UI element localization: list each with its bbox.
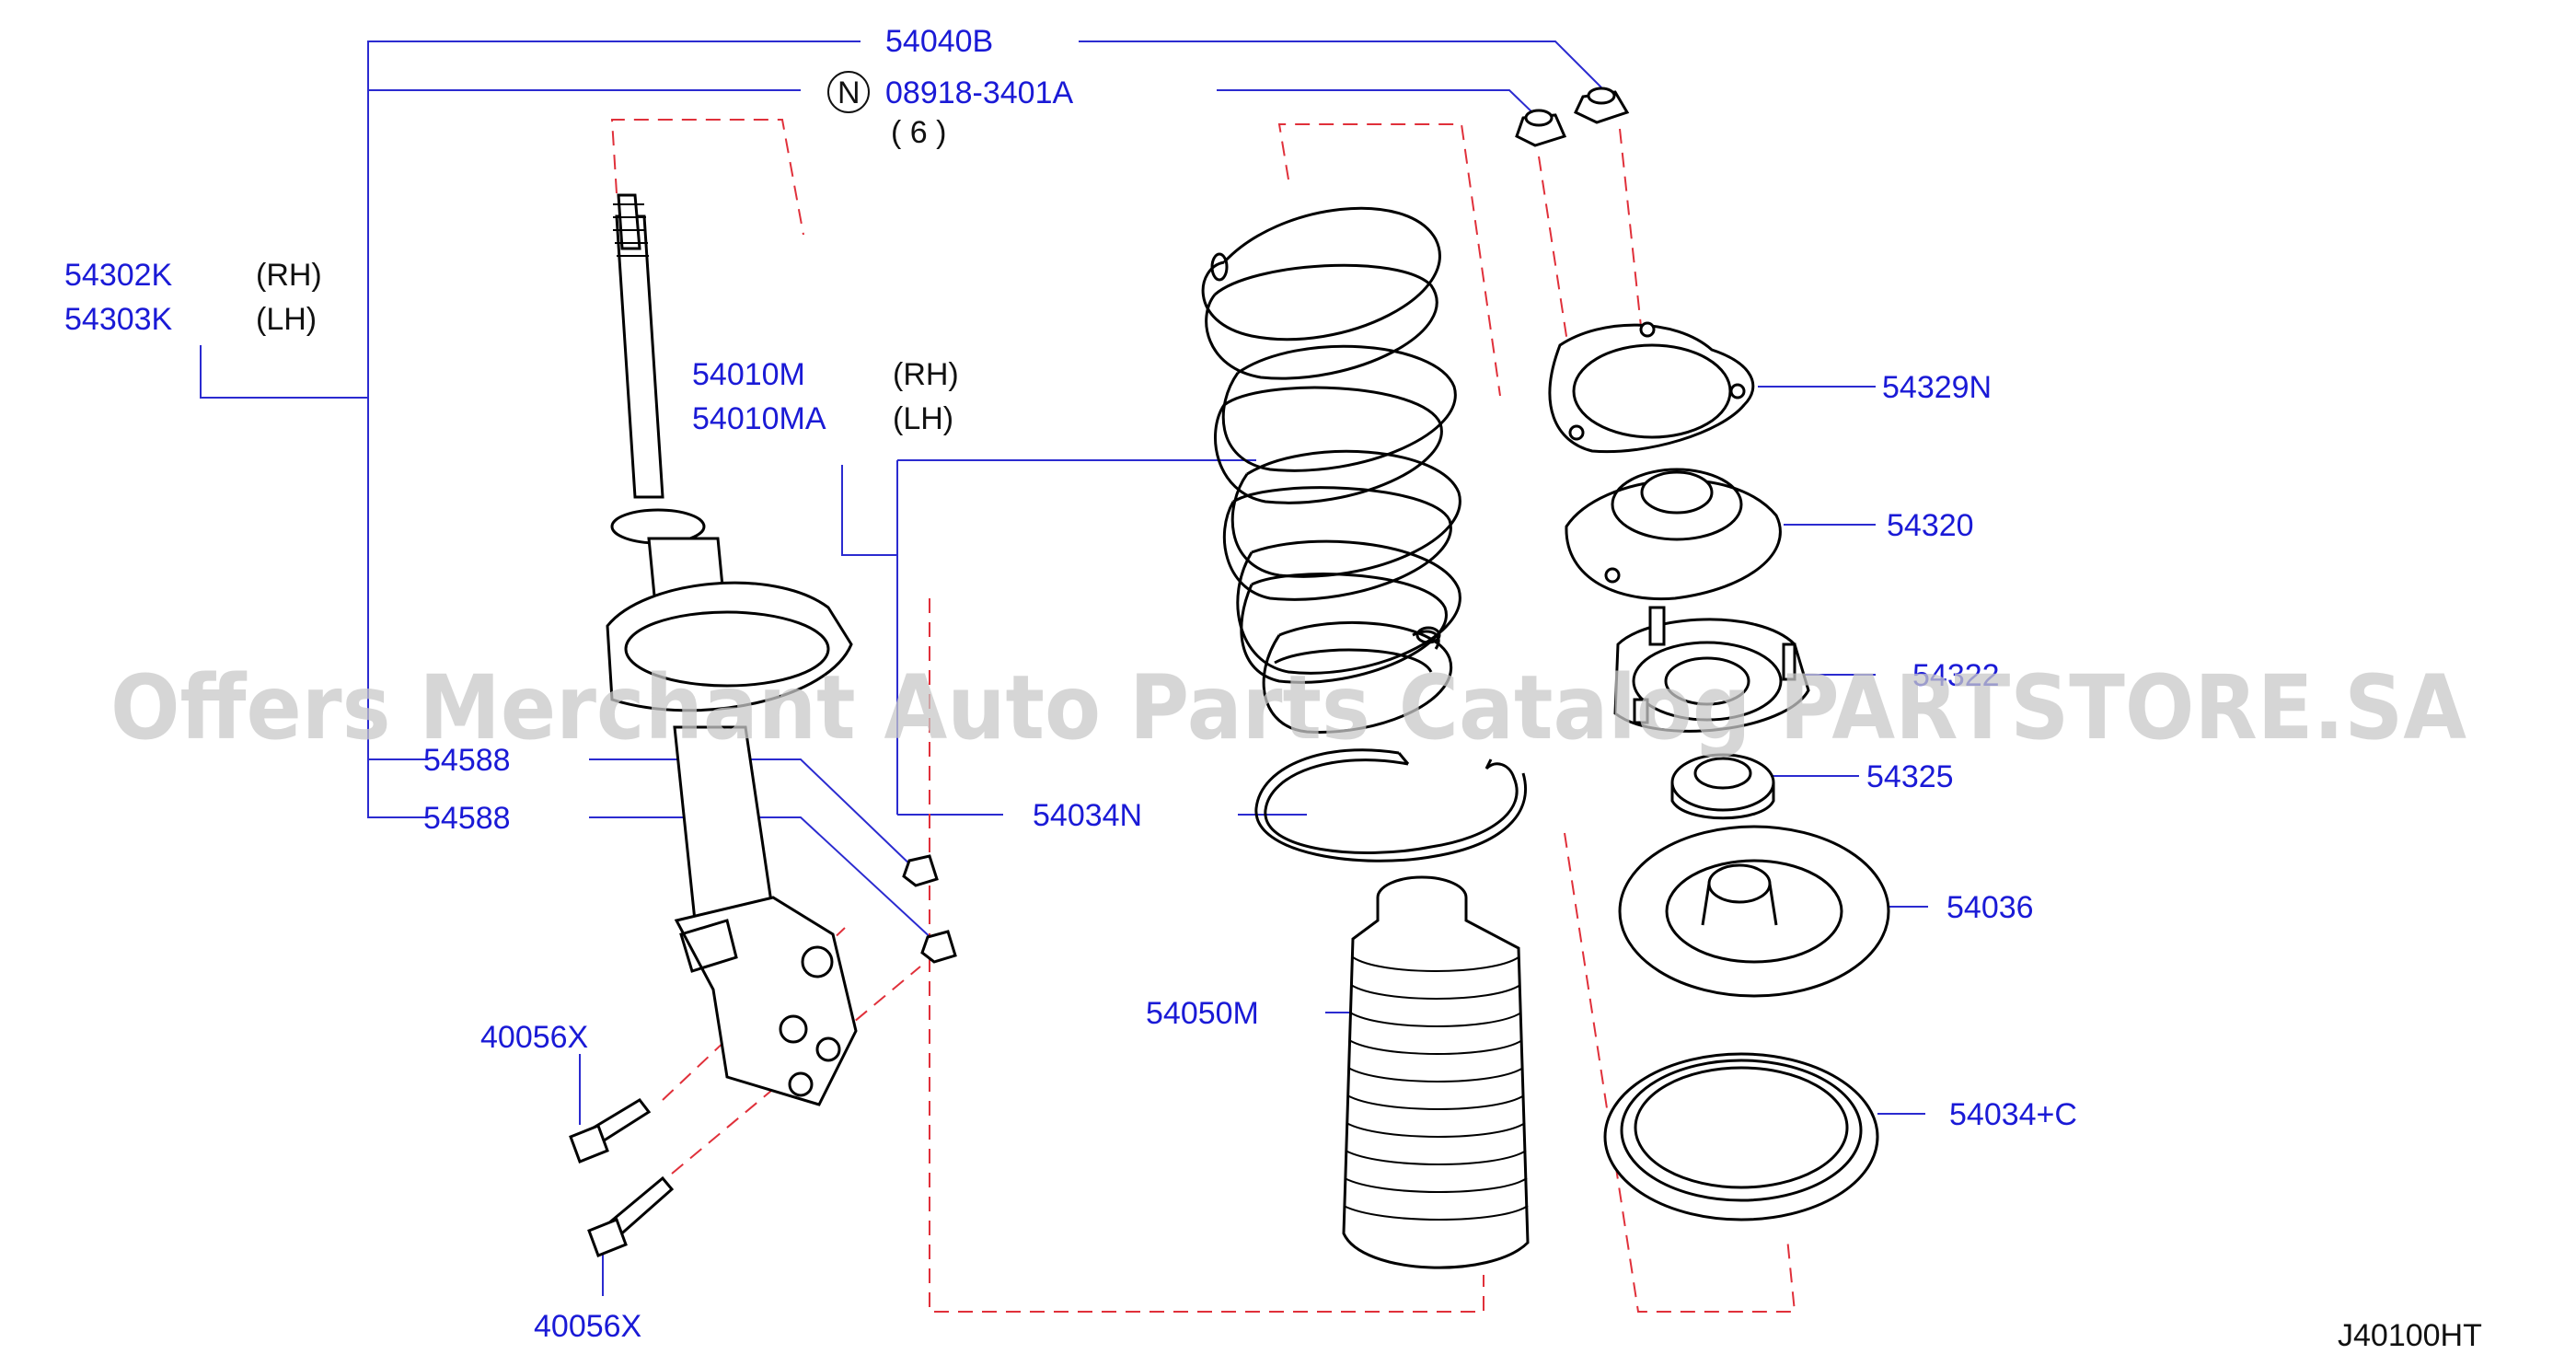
label-54588-upper[interactable]: 54588 — [423, 743, 511, 778]
bolts-and-nuts — [569, 854, 957, 1257]
label-08918-3401A[interactable]: 08918-3401A — [885, 75, 1074, 110]
label-54329N[interactable]: 54329N — [1882, 370, 1992, 405]
mount-parts — [1515, 87, 1890, 1221]
label-54588-lower[interactable]: 54588 — [423, 801, 511, 836]
bound-stopper-54050M — [1342, 875, 1530, 1269]
note-badge-n-text: N — [837, 75, 861, 110]
label-54325[interactable]: 54325 — [1866, 759, 1954, 794]
diagram-code: J40100HT — [2338, 1318, 2482, 1353]
watermark-text: Offers Merchant Auto Parts Catalog PARTS… — [110, 656, 2466, 759]
label-54302K[interactable]: 54302K — [64, 258, 173, 293]
label-54034N[interactable]: 54034N — [1033, 798, 1142, 833]
label-54322[interactable]: 54322 — [1912, 658, 2000, 693]
label-54303K-side: (LH) — [256, 302, 317, 337]
label-54010MA[interactable]: 54010MA — [692, 401, 826, 436]
note-badge-n — [827, 71, 870, 113]
part-labels: 54040B N 08918-3401A ( 6 ) 54302K (RH) 5… — [64, 24, 2482, 1353]
coil-spring — [1201, 206, 1461, 734]
label-quantity: ( 6 ) — [891, 115, 946, 150]
label-54010M-side: (RH) — [893, 357, 959, 392]
label-54010MA-side: (LH) — [893, 401, 953, 436]
strut-assembly — [606, 193, 858, 1106]
label-54320[interactable]: 54320 — [1887, 508, 1974, 543]
label-40056X-lower[interactable]: 40056X — [534, 1309, 641, 1344]
label-54010M[interactable]: 54010M — [692, 357, 805, 392]
label-54036[interactable]: 54036 — [1946, 890, 2034, 925]
label-54040B[interactable]: 54040B — [885, 24, 993, 59]
label-40056X-upper[interactable]: 40056X — [480, 1020, 588, 1055]
spring-seat-rubber-54034N — [1254, 748, 1527, 862]
label-54034-plus-c[interactable]: 54034+C — [1949, 1097, 2077, 1132]
label-54303K[interactable]: 54303K — [64, 302, 173, 337]
label-54302K-side: (RH) — [256, 258, 322, 293]
leader-lines — [200, 41, 1928, 1296]
label-54050M[interactable]: 54050M — [1146, 996, 1259, 1031]
